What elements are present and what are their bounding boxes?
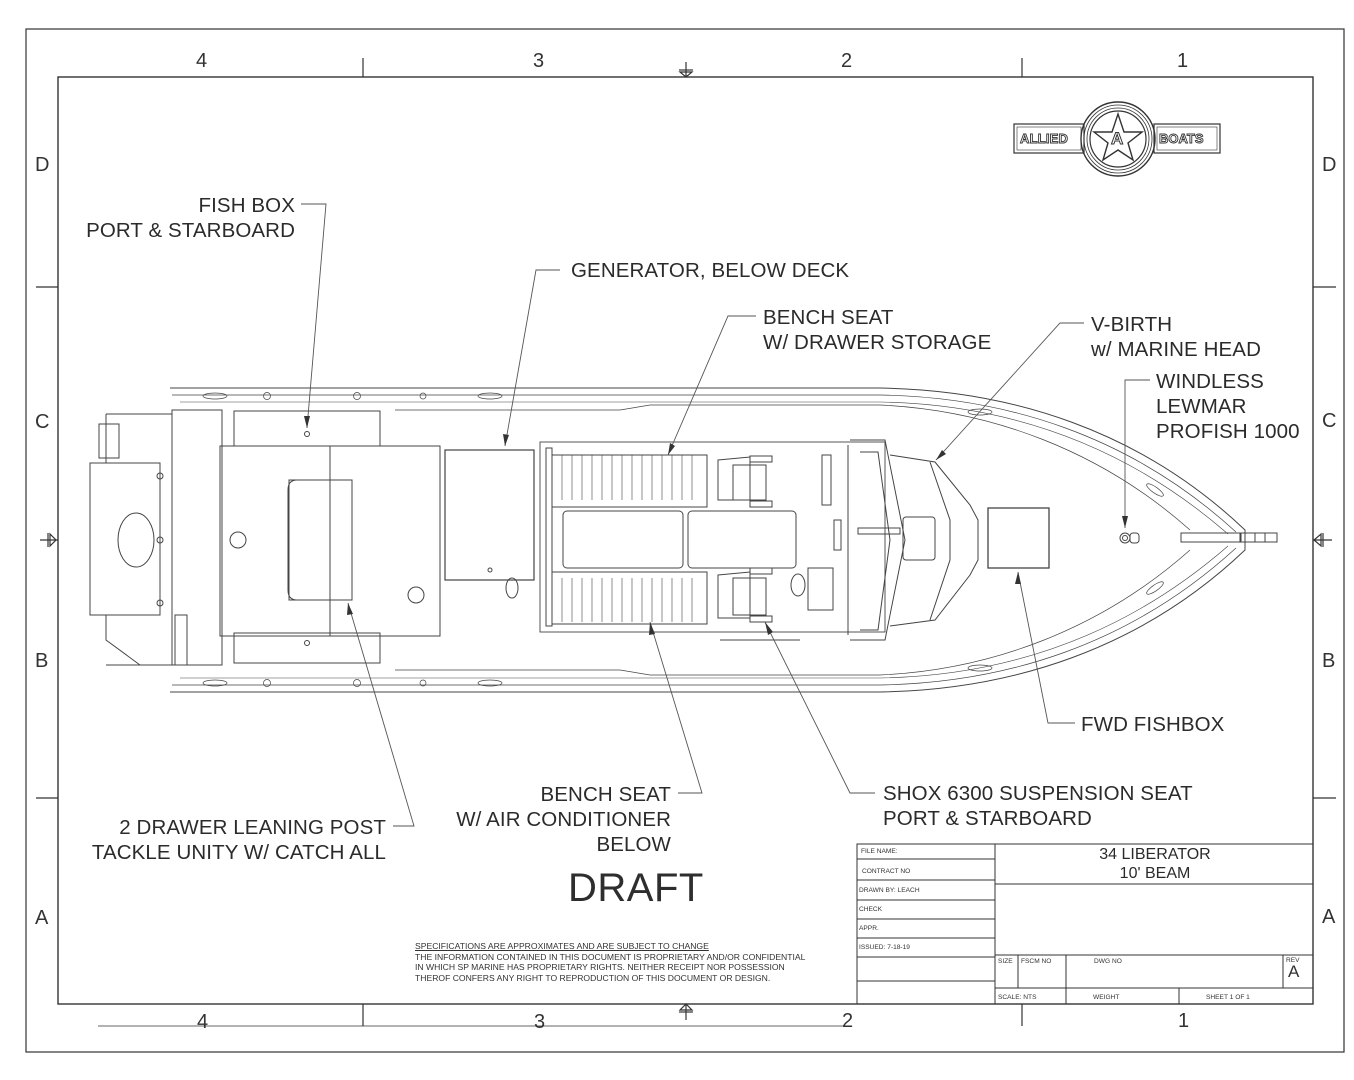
notes-heading: SPECIFICATIONS ARE APPROXIMATES AND ARE … xyxy=(415,941,709,951)
suspension-seat-bottom xyxy=(717,567,773,623)
callout-line: BELOW xyxy=(596,833,671,856)
allied-boats-logo xyxy=(1013,101,1221,177)
zone-left-c: C xyxy=(35,411,50,433)
zone-left-d: D xyxy=(35,154,50,176)
callout-bench-seat-ac: BENCH SEAT W/ AIR CONDITIONER BELOW xyxy=(420,782,671,857)
leader-arrowheads xyxy=(304,416,1128,635)
logo-word-allied: ALLIED xyxy=(1020,131,1069,147)
tb-rev-value: A xyxy=(1288,962,1300,981)
tb-check: CHECK xyxy=(859,906,883,913)
logo-center-letter: A xyxy=(1110,129,1124,149)
notes-line: IN WHICH SP MARINE HAS PROPRIETARY RIGHT… xyxy=(415,962,785,973)
zone-right-c: C xyxy=(1322,410,1337,432)
notes-line: THE INFORMATION CONTAINED IN THIS DOCUME… xyxy=(415,951,806,962)
zone-top-2: 2 xyxy=(841,50,853,72)
specification-notes: SPECIFICATIONS ARE APPROXIMATES AND ARE … xyxy=(415,941,805,983)
zone-bottom-2: 2 xyxy=(842,1010,854,1032)
tb-fscm-label: FSCM NO xyxy=(1021,958,1052,965)
zone-bottom-4: 4 xyxy=(197,1011,209,1033)
callout-leaning-post: 2 DRAWER LEANING POST TACKLE UNITY W/ CA… xyxy=(60,815,386,865)
zone-top-1: 1 xyxy=(1177,50,1189,72)
callout-windless: WINDLESS LEWMAR PROFISH 1000 xyxy=(1156,369,1300,444)
centering-mark-top xyxy=(678,62,694,78)
notes-line: THEROF CONFERS ANY RIGHT TO REPRODUCTION… xyxy=(415,972,771,983)
callout-line: PORT & STARBOARD xyxy=(883,807,1092,830)
tb-appr: APPR. xyxy=(859,925,879,932)
centering-mark-left xyxy=(40,532,58,548)
zone-right-b: B xyxy=(1322,650,1336,672)
tb-title-line: 34 LIBERATOR xyxy=(1099,846,1211,863)
callout-shox-seat: SHOX 6300 SUSPENSION SEAT PORT & STARBOA… xyxy=(883,781,1193,831)
tb-drawing-title: 34 LIBERATOR 10' BEAM xyxy=(996,845,1314,883)
tb-scale: SCALE: NTS xyxy=(998,994,1037,1001)
leader-lines xyxy=(301,203,1150,827)
callout-generator: GENERATOR, BELOW DECK xyxy=(571,258,849,283)
callout-fwd-fishbox: FWD FISHBOX xyxy=(1081,712,1224,737)
zone-top-4: 4 xyxy=(196,50,208,72)
tb-dwg-label: DWG NO xyxy=(1094,958,1122,965)
callout-line: FWD FISHBOX xyxy=(1081,713,1225,736)
tb-rev-label: REV xyxy=(1286,957,1300,964)
callout-line: w/ MARINE HEAD xyxy=(1091,338,1261,361)
zone-left-a: A xyxy=(35,907,49,929)
callout-fish-box: FISH BOX PORT & STARBOARD xyxy=(60,193,295,243)
zone-top-3: 3 xyxy=(533,50,545,72)
callout-line: 2 DRAWER LEANING POST xyxy=(119,816,386,839)
tb-contract-no: CONTRACT NO xyxy=(862,868,911,875)
callout-v-birth: V-BIRTH w/ MARINE HEAD xyxy=(1091,312,1261,362)
callout-line: BENCH SEAT xyxy=(763,306,894,329)
tb-file-name: FILE NAME: xyxy=(861,848,898,855)
outer-border xyxy=(25,28,1345,1053)
callout-line: V-BIRTH xyxy=(1091,313,1173,336)
tb-drawn-by: DRAWN BY: LEACH xyxy=(859,887,920,894)
title-block-grid xyxy=(856,843,1314,1005)
callout-line: WINDLESS xyxy=(1156,370,1264,393)
suspension-seat-top xyxy=(717,455,773,508)
logo-word-boats: BOATS xyxy=(1159,131,1204,147)
hull xyxy=(89,387,1278,693)
zone-right-a: A xyxy=(1322,906,1336,928)
callout-line: BENCH SEAT xyxy=(540,783,671,806)
zone-bottom-1: 1 xyxy=(1178,1010,1190,1032)
callout-line: LEWMAR xyxy=(1156,395,1247,418)
tb-title-line: 10' BEAM xyxy=(1119,865,1191,882)
callout-line: SHOX 6300 SUSPENSION SEAT xyxy=(883,782,1193,805)
callout-line: W/ DRAWER STORAGE xyxy=(763,331,992,354)
callout-line: W/ AIR CONDITIONER xyxy=(456,808,671,831)
tb-issued: ISSUED: 7-18-19 xyxy=(859,944,910,951)
tb-sheet: SHEET 1 OF 1 xyxy=(1206,994,1250,1001)
callout-bench-seat-drawer: BENCH SEAT W/ DRAWER STORAGE xyxy=(763,305,991,355)
callout-line: GENERATOR, BELOW DECK xyxy=(571,259,850,282)
tb-size-label: SIZE xyxy=(998,958,1013,965)
centering-mark-right xyxy=(1313,532,1332,548)
zone-left-b: B xyxy=(35,650,49,672)
centering-mark-bottom xyxy=(678,1003,694,1020)
zone-bottom-3: 3 xyxy=(534,1011,546,1033)
draft-stamp: DRAFT xyxy=(568,866,704,910)
callout-line: FISH BOX xyxy=(198,194,295,217)
zone-right-d: D xyxy=(1322,154,1337,176)
callout-line: TACKLE UNITY W/ CATCH ALL xyxy=(91,841,386,864)
callout-line: PORT & STARBOARD xyxy=(86,219,295,242)
callout-line: PROFISH 1000 xyxy=(1156,420,1300,443)
tb-weight: WEIGHT xyxy=(1093,994,1120,1001)
